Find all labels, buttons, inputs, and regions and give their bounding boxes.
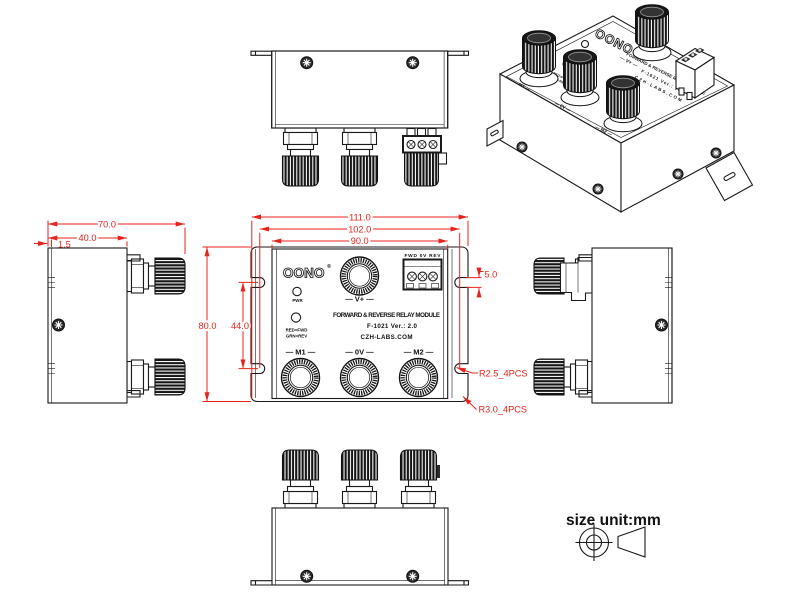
pwr-label: PWR (292, 298, 303, 303)
right-side-view (533, 247, 673, 404)
binding-post (126, 358, 186, 396)
unit-note-text: size unit:mm (566, 512, 661, 529)
screw-icon (406, 56, 420, 70)
dim-overall-height: 80.0 (199, 321, 217, 331)
binding-post (632, 4, 672, 62)
screw-icon (592, 183, 604, 195)
binding-post (399, 449, 438, 509)
screw-icon (51, 318, 66, 332)
m2-terminal (400, 359, 438, 397)
mounting-slot (454, 363, 468, 375)
iso-pwr-led (580, 39, 590, 49)
module-model: F-1021 Ver.: 2.0 (367, 323, 418, 330)
m1-terminal (282, 359, 320, 397)
dim-slot-radius: R2.5_4PCS (479, 369, 528, 379)
binding-post (404, 147, 439, 187)
vplus-label: — V+ — (345, 295, 374, 304)
front-view: OONO ® PWR RED=FWD GRN=REV FORWARD & REV… (249, 246, 470, 403)
screw-icon (710, 147, 722, 159)
screw-icon (654, 318, 669, 332)
0v-label: — 0V — (345, 348, 374, 357)
dim-slot-span-height: 44.0 (231, 321, 249, 331)
bottom-view (250, 449, 470, 586)
left-side-view (47, 247, 186, 404)
screw-icon (300, 569, 314, 583)
binding-post (126, 257, 186, 295)
binding-post (281, 127, 320, 187)
top-view (250, 50, 470, 187)
m1-label: — M1 — (286, 348, 316, 357)
binding-post (281, 449, 320, 509)
dim-slot-span-width: 102.0 (348, 224, 371, 234)
unit-note: size unit:mm (566, 512, 661, 561)
0v-terminal (341, 359, 379, 397)
dim-panel-width: 90.0 (351, 236, 369, 246)
projection-symbol (575, 524, 646, 561)
screw-icon (406, 569, 420, 583)
binding-post (560, 49, 600, 107)
vplus-terminal (341, 257, 379, 295)
m2-label: — M2 — (404, 348, 434, 357)
dim-overall-width: 111.0 (349, 212, 371, 222)
binding-post (340, 127, 379, 187)
dim-flange-thickness: 1.5 (58, 240, 71, 250)
screw-icon (300, 56, 314, 70)
iso-led-red: RED=FWD (553, 71, 570, 82)
dim-depth-overall: 70.0 (98, 219, 116, 229)
terminal-header: FWD 0V REV (405, 253, 442, 259)
mounting-slot (454, 277, 468, 288)
dim-depth-body: 40.0 (79, 233, 97, 243)
mounting-flange-iso-left (486, 119, 504, 147)
screw-icon (516, 141, 528, 153)
registered-mark: ® (327, 263, 331, 270)
brand-logo: OONO (283, 266, 326, 281)
status-led (290, 312, 302, 323)
module-website: CZH-LABS.COM (361, 334, 413, 341)
mounting-flange-iso-right (705, 151, 754, 202)
binding-post (533, 358, 593, 396)
terminal-block-front: FWD 0V REV (402, 253, 443, 291)
dim-corner-radius: R3.0_4PCS (479, 405, 528, 415)
dim-slot-width: 5.0 (485, 269, 498, 279)
binding-post (603, 75, 643, 133)
terminal-block-top (402, 127, 442, 154)
terminal-block-side (559, 256, 593, 302)
led-legend-red: RED=FWD (286, 328, 308, 333)
module-title: FORWARD & REVERSE RELAY MODULE (333, 312, 440, 319)
pwr-led (292, 286, 302, 297)
isometric-view: OONO PWR RED=FWD GRN=REV — V+ — FORWARD … (486, 4, 754, 213)
iso-led-grn: GRN=REV (551, 75, 567, 86)
dimensions: 111.0 102.0 90.0 80.0 44.0 5.0 R2.5_4PCS… (34, 210, 528, 415)
terminal-block-iso (674, 47, 716, 101)
screw-icon (672, 168, 684, 180)
binding-post (519, 30, 559, 88)
binding-post (340, 449, 379, 509)
led-legend-grn: GRN=REV (286, 334, 307, 339)
